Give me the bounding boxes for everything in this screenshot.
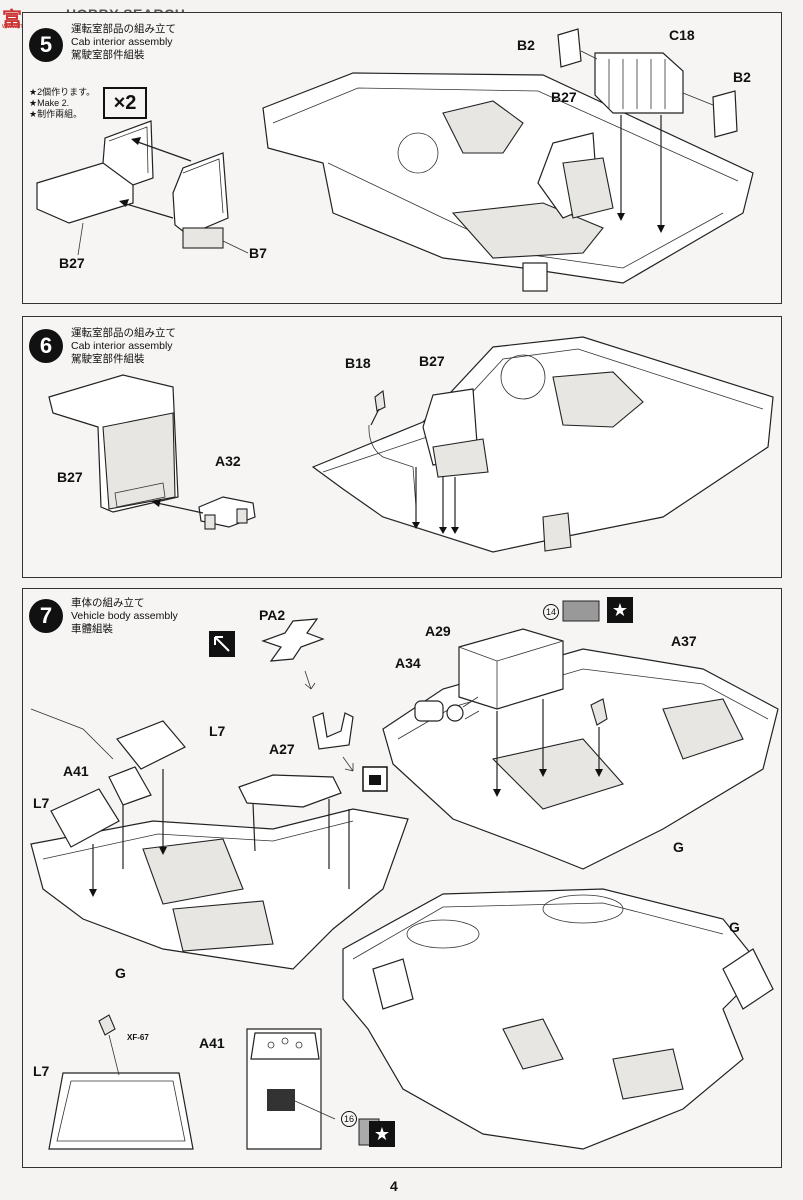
label-c18: C18 <box>669 27 695 43</box>
plate-a41-detail-drawing <box>246 1028 336 1150</box>
box-a29-drawing <box>458 628 564 710</box>
step-6-drawing <box>48 336 774 553</box>
window-l7-mid-drawing <box>50 788 120 848</box>
label-b27-right: B27 <box>419 353 445 369</box>
seat-back-b7-drawing <box>172 152 229 249</box>
end-plate-b2-right-drawing <box>712 90 738 138</box>
step-6-title-cn: 駕駛室部件組裝 <box>71 353 145 365</box>
label-pa2: PA2 <box>259 607 286 623</box>
step-5-note: ★2個作ります。 ★Make 2. ★制作兩組。 <box>29 87 95 120</box>
lever-b18-drawing <box>370 389 386 426</box>
seat-b27-right-drawing <box>537 132 614 219</box>
window-l7-detail-drawing <box>48 1014 194 1150</box>
seat-b27-left-drawing <box>36 120 154 224</box>
cab-interior-hull-drawing <box>311 336 774 553</box>
label-l7-detail: L7 <box>33 1063 50 1079</box>
step-6-title-en: Cab interior assembly <box>71 340 173 352</box>
label-b27-left: B27 <box>57 469 83 485</box>
part-a37-drawing <box>590 698 608 726</box>
step-5-multiplier: ×2 <box>103 87 147 119</box>
step-5-note-en: ★Make 2. <box>29 98 70 108</box>
step-5-drawing <box>36 28 754 292</box>
label-g-bottom: G <box>729 919 740 935</box>
label-a32: A32 <box>215 453 241 469</box>
logo-mark: 富 <box>2 9 23 31</box>
step-7-title-jp: 車体の組み立て <box>71 597 145 609</box>
option-part-icon <box>209 631 235 657</box>
seat-b27-left-drawing <box>48 374 179 513</box>
part-a34-drawing <box>414 700 464 722</box>
step-7-drawing <box>30 600 779 1150</box>
label-l7-mid: L7 <box>33 795 50 811</box>
seat-b27-right-drawing <box>422 388 489 478</box>
label-g-left: G <box>115 965 126 981</box>
step-5-title-jp: 運転室部品の組み立て <box>71 23 176 35</box>
end-plate-b2-top-drawing <box>557 28 582 68</box>
label-b2-top: B2 <box>517 37 535 53</box>
step-5-title-cn: 駕駛室部件組裝 <box>71 49 145 61</box>
label-a27: A27 <box>269 741 295 757</box>
step-7-title-en: Vehicle body assembly <box>71 610 178 622</box>
step-5-title-en: Cab interior assembly <box>71 36 173 48</box>
ammo-rack-c18-drawing <box>594 52 684 114</box>
photo-etch-pa2-drawing <box>261 618 325 662</box>
step-7-number: 7 <box>29 599 63 633</box>
label-a41-detail: A41 <box>199 1035 225 1051</box>
step-6-title-jp: 運転室部品の組み立て <box>71 327 176 339</box>
step-5-panel: 5 運転室部品の組み立て Cab interior assembly 駕駛室部件… <box>22 12 782 304</box>
paint-code-xf67: XF-67 <box>127 1033 149 1042</box>
step-7-panel: 7 車体の組み立て Vehicle body assembly 車體組裝 <box>22 588 782 1168</box>
label-b27-right: B27 <box>551 89 577 105</box>
page-number: 4 <box>390 1178 398 1194</box>
label-b7: B7 <box>249 245 267 261</box>
label-b2-right: B2 <box>733 69 751 85</box>
hull-g-mid-drawing <box>382 648 779 870</box>
label-a41-top: A41 <box>63 763 89 779</box>
step-6-panel: 6 運転室部品の組み立て Cab interior assembly 駕駛室部件… <box>22 316 782 578</box>
plate-a41-drawing <box>108 766 152 806</box>
label-b18: B18 <box>345 355 371 371</box>
bracket-a32-drawing <box>198 496 256 530</box>
step-5-number: 5 <box>29 28 63 62</box>
step-5-note-jp: ★2個作ります。 <box>29 87 96 97</box>
step-5-title: 運転室部品の組み立て Cab interior assembly 駕駛室部件組裝 <box>71 23 176 62</box>
decal-number-14: 14 <box>543 604 559 620</box>
decal-number-16: 16 <box>341 1111 357 1127</box>
label-l7-top: L7 <box>209 723 226 739</box>
label-b27-left: B27 <box>59 255 85 271</box>
decal-star-icon-top: ★ <box>607 597 633 623</box>
step-7-title-cn: 車體組裝 <box>71 623 113 635</box>
label-a37: A37 <box>671 633 697 649</box>
label-a34: A34 <box>395 655 421 671</box>
window-l7-top-drawing <box>116 720 186 770</box>
step-5-note-cn: ★制作兩組。 <box>29 109 83 119</box>
decal-star-icon-bottom: ★ <box>369 1121 395 1147</box>
step-6-title: 運転室部品の組み立て Cab interior assembly 駕駛室部件組裝 <box>71 327 176 366</box>
label-a29: A29 <box>425 623 451 639</box>
label-g-mid: G <box>673 839 684 855</box>
cement-icon <box>362 766 388 792</box>
part-a27-drawing <box>238 774 342 808</box>
hull-g-bottom-drawing <box>342 888 774 1150</box>
step-6-number: 6 <box>29 329 63 363</box>
cab-interior-hull-drawing <box>262 72 754 292</box>
hull-g-left-drawing <box>30 708 409 970</box>
step-7-title: 車体の組み立て Vehicle body assembly 車體組裝 <box>71 597 178 636</box>
